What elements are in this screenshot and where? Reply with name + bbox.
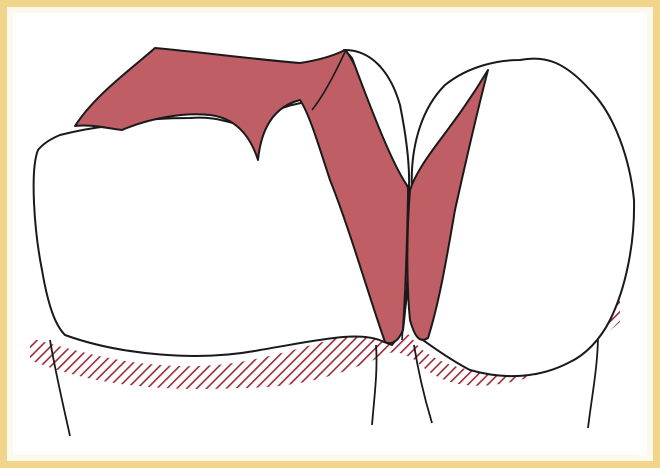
dental-restoration-diagram: [0, 0, 660, 468]
